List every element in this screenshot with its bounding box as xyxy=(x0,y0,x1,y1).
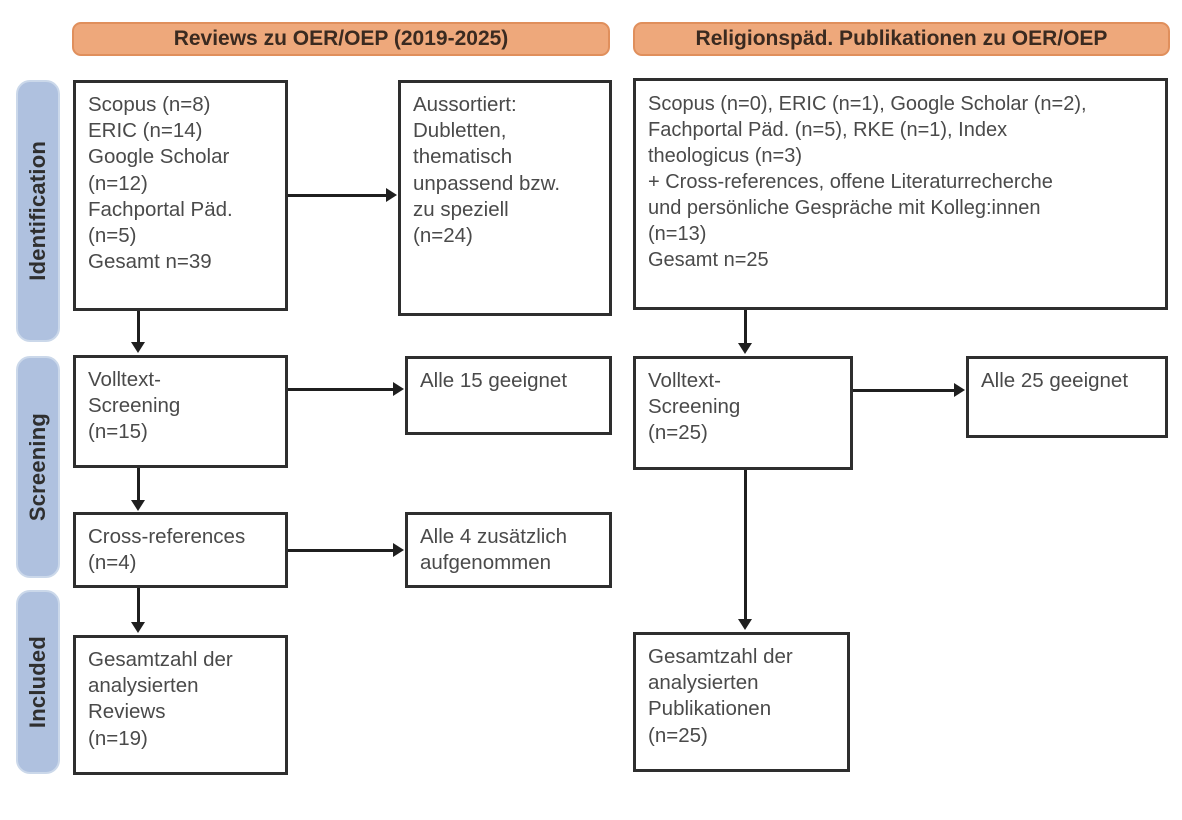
box-right-fulltext-result: Alle 25 geeignet xyxy=(966,356,1168,438)
box-right-fulltext-screening: Volltext- Screening (n=25) xyxy=(633,356,853,470)
connector-right-fulltext-to-included xyxy=(744,470,747,620)
arrowhead-left-crossrefs-to-result xyxy=(393,543,404,557)
arrowhead-right-fulltext-to-included xyxy=(738,619,752,630)
box-left-sources: Scopus (n=8) ERIC (n=14) Google Scholar … xyxy=(73,80,288,311)
connector-left-crossrefs-to-included xyxy=(137,588,140,624)
box-left-fulltext-result: Alle 15 geeignet xyxy=(405,356,612,435)
stage-label-screening-text: Screening xyxy=(25,412,50,522)
box-left-crossrefs: Cross-references (n=4) xyxy=(73,512,288,588)
arrowhead-left-sources-to-fulltext xyxy=(131,342,145,353)
box-left-excluded: Aussortiert: Dubletten, thematisch unpas… xyxy=(398,80,612,316)
box-left-fulltext-screening: Volltext- Screening (n=15) xyxy=(73,355,288,468)
connector-left-fulltext-to-result xyxy=(288,388,394,391)
arrowhead-left-sources-to-excluded xyxy=(386,188,397,202)
connector-left-fulltext-to-crossrefs xyxy=(137,468,140,502)
column-header-reviews: Reviews zu OER/OEP (2019-2025) xyxy=(72,22,610,56)
arrowhead-left-fulltext-to-result xyxy=(393,382,404,396)
arrowhead-left-fulltext-to-crossrefs xyxy=(131,500,145,511)
box-right-sources: Scopus (n=0), ERIC (n=1), Google Scholar… xyxy=(633,78,1168,310)
connector-left-sources-to-excluded xyxy=(288,194,387,197)
column-header-publikationen: Religionspäd. Publikationen zu OER/OEP xyxy=(633,22,1170,56)
connector-right-sources-to-fulltext xyxy=(744,310,747,345)
arrowhead-right-fulltext-to-result xyxy=(954,383,965,397)
box-left-crossrefs-result: Alle 4 zusätzlich aufgenommen xyxy=(405,512,612,588)
stage-label-identification: Identification xyxy=(16,80,60,342)
box-right-included-total: Gesamtzahl der analysierten Publikatione… xyxy=(633,632,850,772)
arrowhead-right-sources-to-fulltext xyxy=(738,343,752,354)
stage-label-screening: Screening xyxy=(16,356,60,578)
stage-label-identification-text: Identification xyxy=(25,141,50,281)
arrowhead-left-crossrefs-to-included xyxy=(131,622,145,633)
stage-label-included-text: Included xyxy=(25,635,50,729)
connector-left-sources-to-fulltext xyxy=(137,311,140,344)
connector-right-fulltext-to-result xyxy=(853,389,955,392)
stage-label-included: Included xyxy=(16,590,60,774)
connector-left-crossrefs-to-result xyxy=(288,549,394,552)
box-left-included-total: Gesamtzahl der analysierten Reviews (n=1… xyxy=(73,635,288,775)
